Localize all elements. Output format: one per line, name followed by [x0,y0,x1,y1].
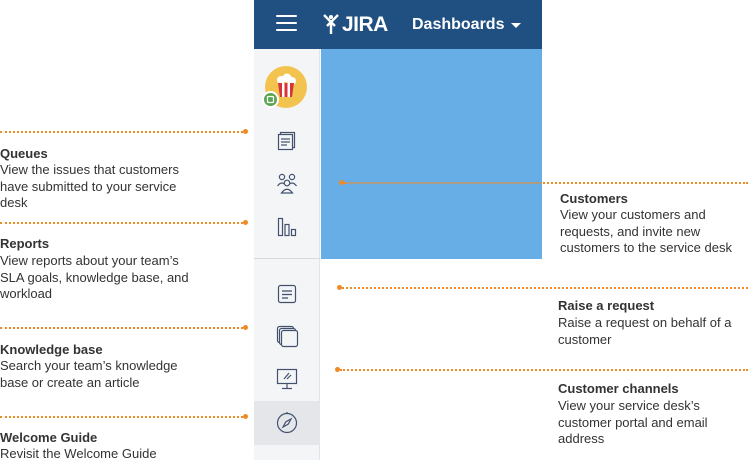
caret-down-icon [511,23,522,28]
people-icon [277,173,297,194]
queues-callout-dot [243,129,248,134]
dashboards-label: Dashboards [412,16,505,33]
service-desk-badge-icon [262,91,279,108]
welcome-guide-title: Welcome Guide [0,430,98,445]
customer-channels-title: Customer channels [558,381,679,396]
sidebar-item-knowledge-base[interactable] [254,314,320,358]
top-navigation-bar [254,0,542,49]
customer-channels-description: View your service desk’s customer portal… [558,398,708,446]
customers-description: View your customers and requests, and in… [560,207,732,255]
sidebar-item-customers[interactable] [254,161,320,205]
dashboards-menu-button[interactable]: Dashboards [412,14,522,36]
logo-text: JIRA [342,13,388,36]
knowledge-base-callout-line [0,327,243,329]
reports-callout-dot [243,220,248,225]
customer-channels-callout-dot [335,367,340,372]
customers-callout-dot [339,180,344,185]
popcorn-icon [277,73,296,97]
customers-highlight-area [321,49,542,259]
reports-title: Reports [0,236,50,251]
reports-callout-line [0,222,243,224]
project-sidebar [254,49,320,460]
monitor-icon [276,368,298,390]
customers-callout-line [344,182,748,184]
compass-icon [276,412,298,434]
queues-callout-line [0,131,243,133]
sidebar-item-welcome-guide[interactable] [254,401,320,445]
queues-title: Queues [0,146,48,161]
welcome-guide-description: Revisit the Welcome Guide [0,446,157,461]
sidebar-item-reports[interactable] [254,205,320,249]
welcome-guide-callout-dot [243,414,248,419]
raise-request-callout-dot [337,285,342,290]
knowledge-base-description: Search your team’s knowledge base or cre… [0,358,178,390]
raise-request-title: Raise a request [558,298,655,313]
queues-description: View the issues that customers have subm… [0,162,179,210]
knowledge-base-title: Knowledge base [0,342,103,357]
jira-mark-icon [323,14,339,34]
sidebar-item-queues[interactable] [254,118,320,162]
raise-request-callout-line [342,287,748,289]
customer-channels-callout-line [340,369,748,371]
knowledge-base-callout-dot [243,325,248,330]
reports-description: View reports about your team’s SLA goals… [0,253,189,301]
project-avatar[interactable] [265,66,307,108]
sidebar-divider [254,258,320,259]
bar-chart-icon [277,217,297,237]
jira-logo[interactable]: JIRA [322,10,392,40]
menu-icon[interactable] [276,15,298,33]
sidebar-item-raise-request[interactable] [254,272,320,316]
queues-icon [277,131,296,151]
sidebar-item-customer-channels[interactable] [254,357,320,401]
raise-request-description: Raise a request on behalf of a customer [558,315,732,347]
form-icon [277,284,297,304]
stacked-pages-icon [276,325,299,348]
customers-title: Customers [560,191,628,206]
welcome-guide-callout-line [0,416,243,418]
